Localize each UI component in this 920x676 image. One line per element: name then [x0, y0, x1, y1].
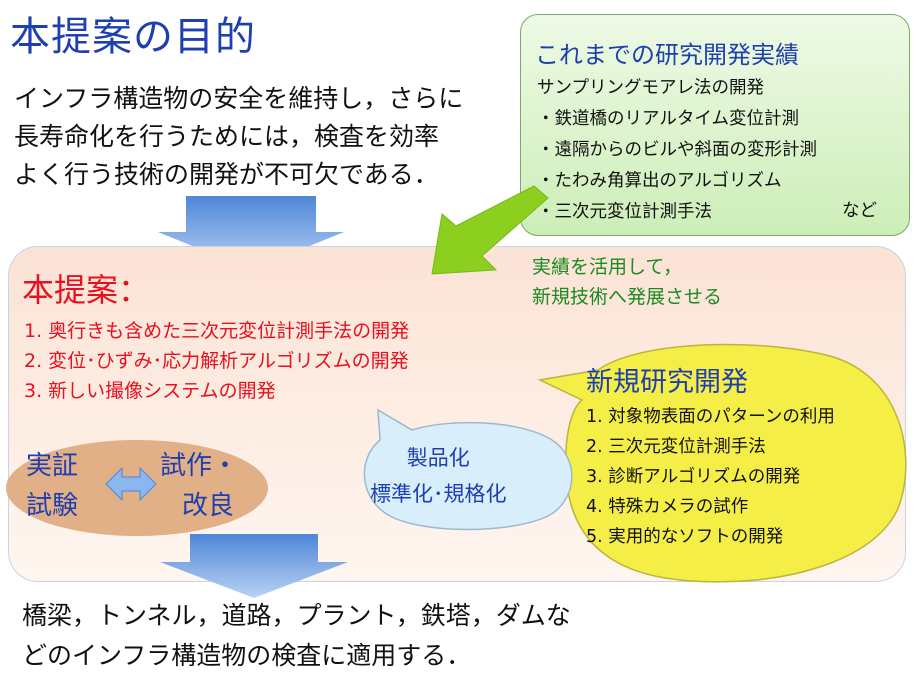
achievements-item: ・たわみ角算出のアルゴリズム	[537, 171, 782, 191]
achievements-list: サンプリングモアレ法の開発 ・鉄道橋のリアルタイム変位計測 ・遠隔からのビルや斜…	[537, 73, 817, 228]
productize-line: 製品化	[406, 446, 470, 470]
achievements-title: これまでの研究開発実績	[535, 41, 799, 69]
proposal-title: 本提案：	[22, 271, 151, 309]
application-text: 橋梁，トンネル，道路，プラント，鉄塔，ダムな どのインフラ構造物の検査に適用する…	[22, 596, 571, 676]
proposal-item: 2. 変位･ひずみ･応力解析アルゴリズムの開発	[24, 350, 409, 372]
achievements-suffix: など	[842, 201, 877, 221]
proposal-list: 1. 奥行きも含めた三次元変位計測手法の開発 2. 変位･ひずみ･応力解析アルゴ…	[24, 316, 409, 406]
new-rd-item: 4. 特殊カメラの試作	[586, 497, 749, 517]
new-rd-item: 5. 実用的なソフトの開発	[586, 527, 784, 547]
new-rd-item: 3. 診断アルゴリズムの開発	[586, 467, 801, 487]
double-arrow-icon	[105, 466, 157, 502]
new-rd-item: 2. 三次元変位計測手法	[586, 437, 766, 457]
proposal-item: 3. 新しい撮像システムの開発	[24, 380, 276, 402]
new-rd-item: 1. 対象物表面のパターンの利用	[586, 407, 835, 427]
proposal-item: 1. 奥行きも含めた三次元変位計測手法の開発	[24, 320, 410, 342]
cycle-left-line: 試験	[26, 491, 79, 521]
intro-line: インフラ構造物の安全を維持し，さらに	[14, 84, 464, 113]
productize-line: 標準化･規格化	[370, 482, 507, 506]
down-arrow-top	[158, 196, 344, 270]
productize-text: 製品化 標準化･規格化	[370, 440, 507, 512]
green-arrow	[431, 185, 549, 275]
application-line: どのインフラ構造物の検査に適用する．	[22, 641, 472, 670]
cycle-right-line: 改良	[182, 491, 235, 521]
intro-line: 長寿命化を行うためには，検査を効率	[14, 122, 440, 151]
cycle-right-line: 試作・	[160, 451, 239, 481]
utilize-line: 新規技術へ発展させる	[532, 286, 723, 308]
new-rd-list: 1. 対象物表面のパターンの利用 2. 三次元変位計測手法 3. 診断アルゴリズ…	[586, 402, 835, 552]
cycle-left-label: 実証 試験	[26, 446, 78, 526]
achievements-item: サンプリングモアレ法の開発	[537, 78, 764, 98]
utilize-line: 実績を活用して，	[532, 256, 683, 278]
page-title: 本提案の目的	[10, 14, 256, 60]
cycle-right-label: 試作・ 改良	[160, 446, 238, 526]
intro-text: インフラ構造物の安全を維持し，さらに 長寿命化を行うためには，検査を効率 よく行…	[14, 80, 463, 194]
intro-line: よく行う技術の開発が不可欠である．	[14, 160, 439, 189]
application-line: 橋梁，トンネル，道路，プラント，鉄塔，ダムな	[22, 601, 571, 630]
achievements-item: ・鉄道橋のリアルタイム変位計測	[537, 109, 799, 129]
down-arrow-bottom	[160, 534, 348, 598]
cycle-left-line: 実証	[26, 451, 79, 481]
achievements-box: これまでの研究開発実績 サンプリングモアレ法の開発 ・鉄道橋のリアルタイム変位計…	[520, 14, 910, 236]
productize-bubble	[363, 408, 573, 531]
utilize-text: 実績を活用して， 新規技術へ発展させる	[532, 252, 722, 312]
achievements-item: ・遠隔からのビルや斜面の変形計測	[537, 140, 817, 160]
achievements-item: ・三次元変位計測手法	[537, 202, 712, 222]
new-rd-title: 新規研究開発	[586, 367, 748, 398]
